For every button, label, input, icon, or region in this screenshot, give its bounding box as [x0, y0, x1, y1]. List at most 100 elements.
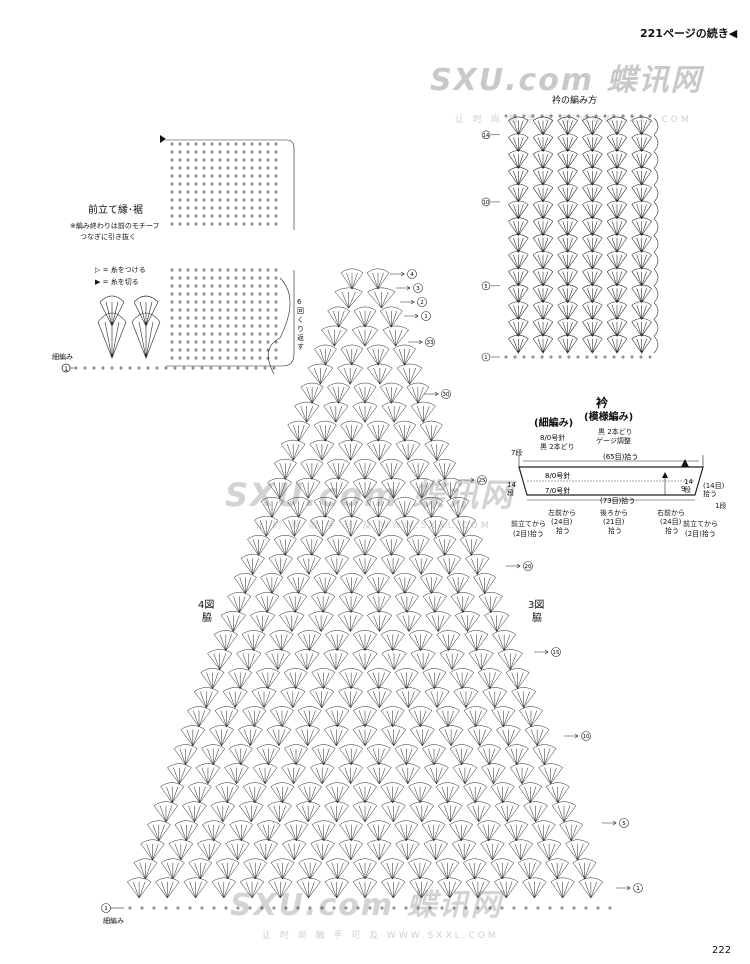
front-band-left-count: (2目)拾う — [513, 530, 544, 538]
row-marker-number: 15 — [553, 650, 560, 656]
collar-row-number: 14 — [483, 133, 489, 139]
back-pick: 拾う — [608, 527, 622, 535]
cut-yarn-marker-icon — [160, 135, 166, 143]
front-edge-row-number: 1 — [64, 366, 68, 373]
row-marker-number: 30 — [443, 392, 450, 398]
pick-73-label: (73目)拾う — [600, 496, 635, 505]
right-front-count: (24目) — [660, 518, 682, 526]
collar-gauge: ゲージ調整 — [596, 437, 631, 445]
collar-fine-label: (細編み) — [534, 418, 574, 429]
collar-row-marker — [481, 281, 491, 291]
row-marker-number: 20 — [525, 564, 532, 570]
row-marker-number: 25 — [479, 478, 486, 484]
row-arrow-icon — [602, 820, 617, 826]
pick-65-label: (65目)拾う — [603, 452, 638, 461]
watermark-top: SXU.com 蝶讯网 — [430, 63, 703, 98]
row-marker-number: 2 — [420, 300, 424, 306]
figure-4-sub: 脇 — [202, 613, 212, 624]
row-marker — [477, 475, 487, 485]
repeat-note: 6回くり返す — [297, 298, 304, 351]
row-marker — [425, 337, 435, 347]
figure-3-sub: 脇 — [532, 613, 542, 624]
figure-3-label: 3図 — [528, 600, 545, 611]
row-marker — [407, 269, 417, 279]
row-arrow-icon — [506, 563, 521, 569]
row-marker-number: 4 — [410, 272, 414, 278]
collar-row-marker — [481, 130, 491, 140]
front-edge-title: 前立て縁･裾 — [88, 205, 143, 216]
front-band-right-label: 前立てから — [683, 520, 718, 528]
row-arrow-icon — [400, 299, 415, 305]
collar-outline — [518, 466, 704, 496]
row-marker-number: 3 — [416, 286, 420, 292]
repeat-bracket — [267, 277, 291, 375]
front-edge-row-marker — [61, 363, 71, 373]
left-front-count: (24目) — [551, 518, 573, 526]
collar-yarn: 黒 2本どり — [598, 428, 633, 436]
row-1-label: 1段 — [715, 502, 727, 510]
figure-4-label: 4図 — [198, 600, 215, 611]
row-marker — [619, 818, 629, 828]
watermark-bottom-sub: 让 时 尚 触 手 可 及 WWW.SXXL.COM — [262, 931, 499, 941]
arrow-up-icon — [681, 459, 689, 467]
row-arrow-icon — [616, 885, 631, 891]
side-fine-knit-label: 細編み — [103, 917, 124, 925]
base-row-number: 1 — [104, 906, 108, 912]
rows-14-right-label: 14段 — [684, 478, 693, 494]
legend-cut-yarn: ▶ = 糸を切る — [95, 278, 139, 286]
watermark-middle-sub: 让 时 尚 触 手 可 及 WWW.SXXL.COM — [255, 521, 492, 531]
row-arrow-icon — [408, 339, 423, 345]
page-number: 222 — [712, 945, 732, 956]
row-marker-number: 5 — [622, 821, 626, 827]
row-arrow-icon — [390, 271, 405, 277]
watermark-bottom: SXU.com 蝶讯网 — [230, 888, 503, 923]
row-marker-number: 1 — [636, 886, 640, 892]
rows-14-left-label: 14段 — [507, 481, 516, 497]
back-count: (21目) — [603, 518, 625, 526]
row-arrow-icon — [534, 649, 549, 655]
pick-14-label: (14目)拾う — [703, 482, 725, 498]
row-arrow-icon — [460, 477, 475, 483]
legend-attach-yarn: ▷ = 糸をつける — [95, 266, 146, 274]
rows-9-label: 9 — [681, 485, 685, 493]
collar-yarn-fine: 黒 2本どり — [540, 443, 575, 451]
watermark-middle: SXU.com 蝶讯网 — [225, 476, 515, 514]
collar-row-number: 1 — [484, 355, 487, 361]
front-edge-note-1: ※編み終わりは前のモチーフ — [70, 222, 160, 230]
collar-row-marker — [481, 197, 491, 207]
row-marker-number: 33 — [427, 340, 434, 346]
front-edge-chart: 1 — [61, 135, 295, 375]
watermark-top-sub: 让 时 尚 触 手 可 及 WWW.SXXL.COM — [455, 115, 692, 125]
row-marker — [441, 389, 451, 399]
collar-title: 衿 — [596, 396, 609, 410]
row-marker — [551, 647, 561, 657]
collar-chart-title: 衿の編み方 — [552, 96, 598, 106]
left-front-pick: 拾う — [556, 527, 570, 535]
row-marker — [421, 311, 431, 321]
front-edge-note-2: つなぎに引き抜く — [80, 233, 136, 241]
row-marker — [417, 297, 427, 307]
row-marker — [523, 561, 533, 571]
row-marker — [633, 883, 643, 893]
row-arrow-icon — [404, 313, 419, 319]
collar-row-number: 10 — [483, 200, 489, 206]
front-band-left-label: 前立てから — [511, 520, 546, 528]
left-front-label: 左前から — [548, 509, 576, 517]
arrow-up-icon — [662, 472, 668, 478]
back-label: 後ろから — [600, 509, 628, 517]
needle-8-label: 8/0号針 — [545, 471, 570, 480]
needle-7-label: 7/0号針 — [545, 486, 570, 495]
collar-construction-diagram: 8/0号針 7/0号針 (65目)拾う (73目)拾う 9 — [518, 452, 704, 505]
collar-row-marker — [481, 352, 491, 362]
right-front-label: 右前から — [657, 509, 685, 517]
row-arrow-icon — [424, 391, 439, 397]
row-arrow-icon — [564, 733, 579, 739]
front-band-right-count: (2目)拾う — [685, 530, 716, 538]
right-front-pick: 拾う — [665, 527, 679, 535]
collar-needle-top: 8/0号針 — [540, 434, 566, 442]
collar-pattern: (模様編み) — [584, 412, 634, 423]
row-marker-number: 1 — [424, 314, 428, 320]
row-marker — [413, 283, 423, 293]
